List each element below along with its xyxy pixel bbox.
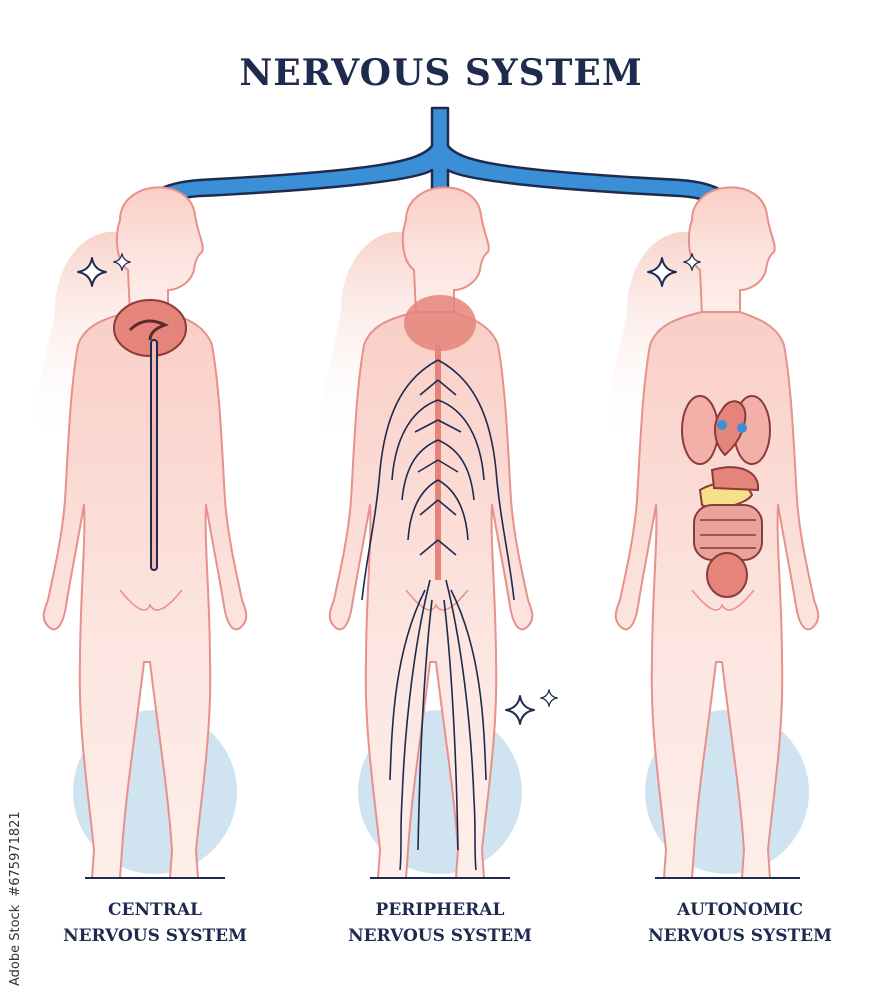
caption-autonomic-line2: NERVOUS SYSTEM (648, 926, 832, 946)
diagram-title: NERVOUS SYSTEM (239, 52, 643, 94)
stock-brand: Adobe Stock (8, 904, 23, 986)
nerve-network-icon (361, 295, 515, 871)
caption-central-line2: NERVOUS SYSTEM (63, 926, 247, 946)
caption-autonomic-line1: AUTONOMIC (676, 900, 804, 920)
caption-autonomic: AUTONOMIC NERVOUS SYSTEM (620, 897, 860, 949)
stock-watermark: Adobe Stock #675971821 (8, 790, 23, 990)
caption-central-line1: CENTRAL (108, 900, 202, 920)
caption-peripheral-line2: NERVOUS SYSTEM (348, 926, 532, 946)
stock-id-number: #675971821 (8, 811, 23, 897)
internal-organs-icon (681, 395, 771, 598)
brain-icon (113, 299, 187, 571)
caption-peripheral-line1: PERIPHERAL (375, 900, 505, 920)
caption-central: CENTRAL NERVOUS SYSTEM (35, 897, 275, 949)
caption-peripheral: PERIPHERAL NERVOUS SYSTEM (320, 897, 560, 949)
